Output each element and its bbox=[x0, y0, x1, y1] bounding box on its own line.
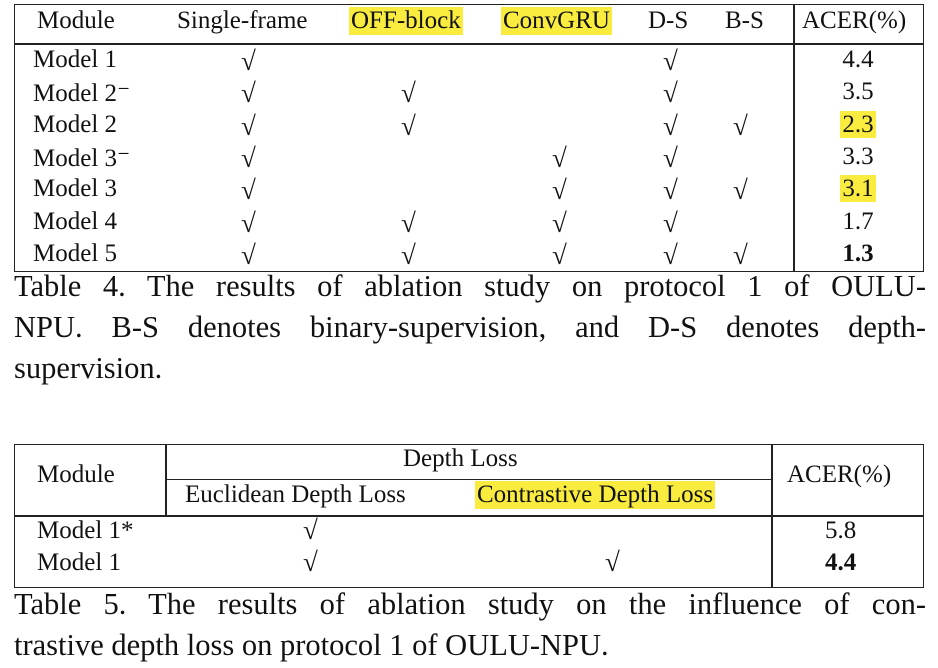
header-depth-loss: Depth Loss bbox=[403, 445, 518, 472]
check-mark: √ bbox=[401, 110, 416, 141]
acer-value-text: 4.4 bbox=[842, 46, 874, 73]
table-5-caption: Table 5. The results of ablation study o… bbox=[14, 584, 926, 666]
acer-value-text: 2.3 bbox=[840, 110, 876, 138]
row-label: Model 3⁻ bbox=[33, 144, 131, 172]
caption-line: NPU. B-S denotes binary-supervision, and… bbox=[14, 310, 926, 344]
check-mark: √ bbox=[241, 142, 256, 173]
row-label: Model 2 bbox=[33, 110, 118, 138]
table-row: Model 2 √ √ √ √ 2.3 bbox=[15, 110, 923, 143]
acer-value: 3.5 bbox=[793, 78, 923, 106]
acer-value: 3.1 bbox=[793, 175, 923, 203]
check-mark: √ bbox=[605, 547, 620, 577]
acer-value-text: 1.7 bbox=[842, 207, 874, 235]
check-mark: √ bbox=[663, 78, 678, 109]
table-row: Model 3⁻ √ √ √ 3.3 bbox=[15, 142, 923, 175]
table-row: Model 1 √ √ 4.4 bbox=[15, 45, 923, 78]
table-4-caption: Table 4. The results of ablation study o… bbox=[14, 266, 926, 389]
header-divider bbox=[15, 515, 923, 517]
acer-value-text: 3.3 bbox=[842, 142, 874, 170]
check-mark: √ bbox=[401, 207, 416, 238]
check-mark: √ bbox=[663, 239, 678, 270]
check-mark: √ bbox=[552, 207, 567, 238]
header-module: Module bbox=[37, 461, 115, 488]
header-module: Module bbox=[37, 7, 115, 34]
table-5: Module Depth Loss Euclidean Depth Loss C… bbox=[14, 444, 924, 588]
subheader-divider bbox=[165, 479, 771, 481]
check-mark: √ bbox=[401, 78, 416, 109]
row-label: Model 1* bbox=[37, 517, 134, 544]
header-single-frame: Single-frame bbox=[177, 7, 308, 34]
table-row: Model 5 √ √ √ √ √ 1.3 bbox=[15, 239, 923, 272]
row-label: Model 1 bbox=[37, 549, 122, 576]
row-label: Model 2⁻ bbox=[33, 80, 131, 108]
caption-line: trastive depth loss on protocol 1 of OUL… bbox=[14, 628, 609, 662]
caption-line: Table 5. The results of ablation study o… bbox=[14, 587, 926, 621]
table-row: Model 2⁻ √ √ √ 3.5 bbox=[15, 77, 923, 110]
caption-line: Table 4. The results of ablation study o… bbox=[14, 269, 926, 303]
acer-value: 1.3 bbox=[793, 240, 923, 268]
check-mark: √ bbox=[241, 46, 256, 76]
header-acer: ACER(%) bbox=[802, 7, 907, 34]
check-mark: √ bbox=[241, 175, 256, 206]
header-bs: B-S bbox=[725, 7, 764, 34]
check-mark: √ bbox=[663, 142, 678, 173]
row-label: Model 5 bbox=[33, 239, 118, 267]
check-mark: √ bbox=[303, 515, 318, 545]
table-4: Module Single-frame OFF-block ConvGRU D-… bbox=[14, 4, 924, 272]
check-mark: √ bbox=[663, 46, 678, 76]
check-mark: √ bbox=[303, 547, 318, 577]
header-ds: D-S bbox=[648, 7, 689, 34]
acer-value-text: 3.1 bbox=[840, 175, 876, 203]
acer-value: 2.3 bbox=[793, 110, 923, 139]
check-mark: √ bbox=[241, 110, 256, 141]
check-mark: √ bbox=[733, 175, 748, 206]
check-mark: √ bbox=[241, 78, 256, 109]
header-off-block: OFF-block bbox=[349, 7, 463, 35]
check-mark: √ bbox=[663, 207, 678, 238]
header-acer: ACER(%) bbox=[787, 461, 892, 488]
column-divider bbox=[793, 5, 795, 271]
acer-value: 4.4 bbox=[793, 46, 923, 74]
header-divider bbox=[15, 43, 923, 45]
table-row: Model 3 √ √ √ √ 3.1 bbox=[15, 174, 923, 207]
caption-line: supervision. bbox=[14, 351, 163, 385]
header-convgru: ConvGRU bbox=[501, 7, 612, 35]
table-row: Model 4 √ √ √ √ 1.7 bbox=[15, 207, 923, 240]
acer-value: 1.7 bbox=[793, 208, 923, 236]
check-mark: √ bbox=[733, 239, 748, 270]
check-mark: √ bbox=[552, 175, 567, 206]
check-mark: √ bbox=[401, 239, 416, 270]
header-euclidean-depth-loss: Euclidean Depth Loss bbox=[185, 481, 406, 508]
acer-value: 5.8 bbox=[825, 517, 857, 544]
check-mark: √ bbox=[663, 110, 678, 141]
acer-value: 4.4 bbox=[825, 549, 857, 576]
header-contrastive-depth-loss: Contrastive Depth Loss bbox=[475, 481, 716, 509]
acer-value: 3.3 bbox=[793, 143, 923, 171]
row-label: Model 1 bbox=[33, 46, 118, 73]
acer-value-text: 1.3 bbox=[842, 239, 874, 267]
check-mark: √ bbox=[552, 239, 567, 270]
row-label: Model 3 bbox=[33, 175, 118, 203]
check-mark: √ bbox=[241, 239, 256, 270]
acer-value-text: 3.5 bbox=[842, 78, 874, 106]
row-label: Model 4 bbox=[33, 207, 118, 235]
check-mark: √ bbox=[733, 110, 748, 141]
check-mark: √ bbox=[663, 175, 678, 206]
check-mark: √ bbox=[241, 207, 256, 238]
check-mark: √ bbox=[552, 142, 567, 173]
